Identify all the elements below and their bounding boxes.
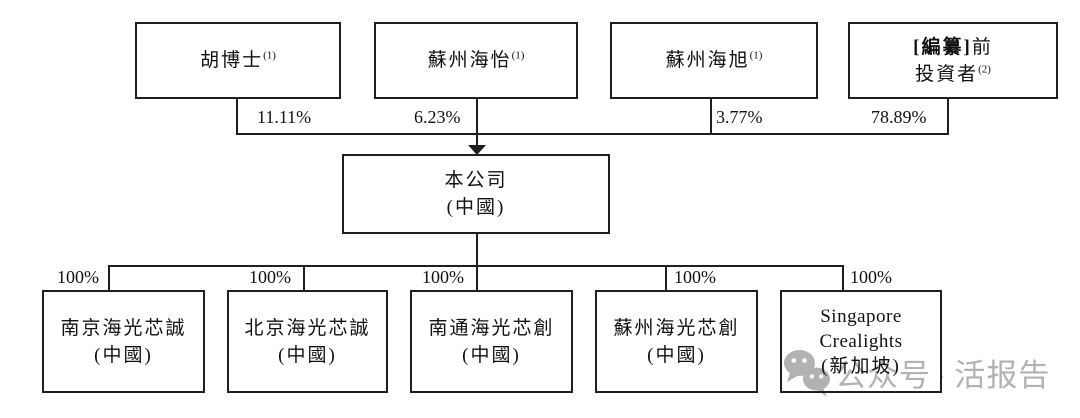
shareholder-name: 蘇州海怡(1) xyxy=(427,49,525,71)
connector-stub-nanjing xyxy=(108,265,110,291)
subsidiary-name: 北京海光芯誠 xyxy=(244,317,371,339)
footnote-ref: (1) xyxy=(749,49,763,62)
shareholder-name: 胡博士(1) xyxy=(200,49,276,71)
ownership-percent-suzhou-haixu: 3.77% xyxy=(716,107,763,127)
footnote-ref: (1) xyxy=(511,49,525,62)
connector-stub-singapore xyxy=(842,265,844,291)
watermark-account: 公众号 xyxy=(835,357,931,393)
subsidiary-name: 南京海光芯誠 xyxy=(60,317,187,339)
connector-stub-suzhou-haixu xyxy=(710,99,712,135)
subsidiary-box-singapore: Singapore Crealights (新加坡) xyxy=(780,290,942,393)
shareholder-name: 蘇州海旭(1) xyxy=(665,49,763,71)
ownership-percent-nantong: 100% xyxy=(422,267,464,287)
connector-stub-pre-investors xyxy=(947,99,949,135)
subsidiary-box-nanjing: 南京海光芯誠 (中國) xyxy=(42,290,205,393)
shareholder-name-line1: [編纂]前 xyxy=(913,36,993,58)
subsidiary-country: (新加坡) xyxy=(821,355,901,377)
subsidiary-box-nantong: 南通海光芯創 (中國) xyxy=(410,290,573,393)
connector-stub-nantong xyxy=(476,265,478,291)
company-box: 本公司 (中國) xyxy=(342,154,610,234)
shareholder-box-suzhou-haiyi: 蘇州海怡(1) xyxy=(374,22,578,99)
subsidiary-name-line1: Singapore xyxy=(820,305,902,327)
connector-rail-top xyxy=(236,133,949,135)
ownership-percent-suzhou-haiyi: 6.23% xyxy=(414,107,461,127)
shareholder-name-line2: 投資者(2) xyxy=(915,63,991,85)
ownership-percent-nanjing: 100% xyxy=(57,267,99,287)
subsidiary-box-beijing: 北京海光芯誠 (中國) xyxy=(227,290,388,393)
wechat-icon xyxy=(783,348,831,403)
subsidiary-name: 蘇州海光芯創 xyxy=(613,317,740,339)
connector-stub-suzhou-haiyi xyxy=(476,99,478,135)
ownership-percent-beijing: 100% xyxy=(249,267,291,287)
ownership-percent-singapore: 100% xyxy=(850,267,892,287)
subsidiary-country: (中國) xyxy=(462,344,521,366)
connector-stub-beijing xyxy=(303,265,305,291)
watermark-title: 活报告 xyxy=(954,357,1051,393)
shareholder-box-dr-hu: 胡博士(1) xyxy=(135,22,341,99)
subsidiary-name-line2: Crealights xyxy=(819,330,903,352)
subsidiary-country: (中國) xyxy=(278,344,337,366)
connector-arrow-shaft xyxy=(476,133,478,146)
down-arrowhead-icon xyxy=(468,145,486,155)
watermark: 公众号 · 活报告 xyxy=(783,348,1050,403)
subsidiary-country: (中國) xyxy=(647,344,706,366)
subsidiary-country: (中國) xyxy=(94,344,153,366)
subsidiary-box-suzhou: 蘇州海光芯創 (中國) xyxy=(595,290,758,393)
shareholder-box-pre-investors: [編纂]前 投資者(2) xyxy=(848,22,1058,99)
footnote-ref: (1) xyxy=(263,49,276,62)
footnote-ref: (2) xyxy=(978,63,991,76)
connector-stub-dr-hu xyxy=(236,99,238,135)
company-name: 本公司 xyxy=(444,170,508,191)
ownership-percent-pre-investors: 78.89% xyxy=(871,107,927,127)
connector-company-to-rail xyxy=(476,233,478,267)
company-country: (中國) xyxy=(446,197,506,218)
ownership-percent-dr-hu: 11.11% xyxy=(257,107,312,127)
connector-stub-suzhou xyxy=(665,265,667,291)
shareholder-box-suzhou-haixu: 蘇州海旭(1) xyxy=(610,22,818,99)
ownership-percent-suzhou: 100% xyxy=(674,267,716,287)
subsidiary-name: 南通海光芯創 xyxy=(428,317,555,339)
